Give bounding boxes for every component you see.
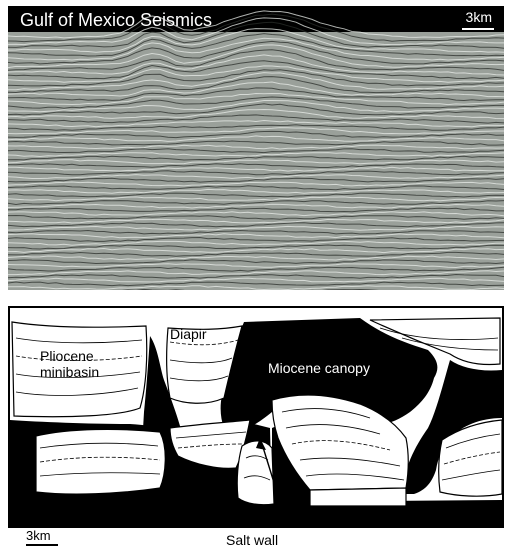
seismic-image [8,6,504,290]
interpretation-diagram [10,308,502,526]
label-salt-wall: Salt wall [226,532,278,548]
label-pliocene-minibasin: Pliocene minibasin [40,348,99,380]
interpretation-scale-bar [26,544,58,546]
interpretation-scale-label: 3km [26,528,51,543]
label-miocene-canopy: Miocene canopy [268,360,370,376]
label-diapir: Diapir [170,326,207,342]
pod-lower-middle [310,488,406,506]
pod-lower-left [36,429,165,494]
salt-left-wedge [10,436,34,504]
seismic-title: Gulf of Mexico Seismics [20,10,212,31]
seismic-panel: Gulf of Mexico Seismics 3km [8,6,504,290]
interpretation-panel: Pliocene minibasin Diapir Miocene canopy [8,306,504,528]
seismic-scale-label: 3km [466,9,492,25]
pod-lower-center [237,441,274,505]
seismic-scale-bar [462,28,494,30]
